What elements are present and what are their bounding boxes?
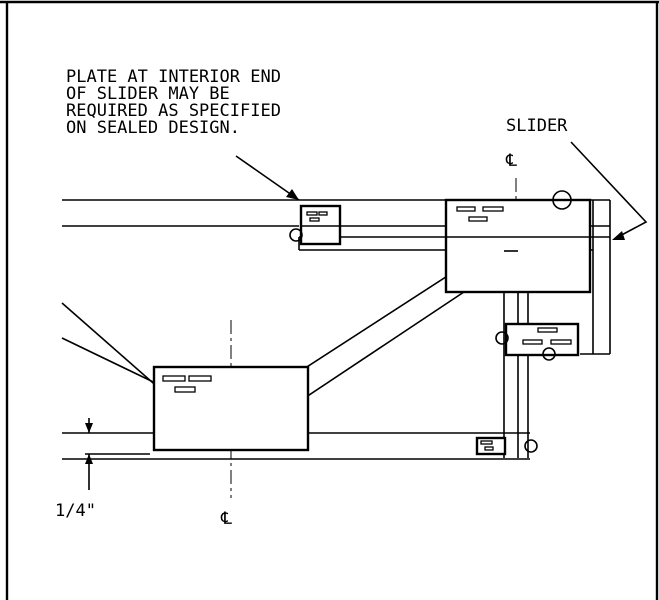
- bottom-chord-plate-tooth: [174, 386, 196, 393]
- bottom-end-circle: [524, 439, 538, 453]
- centerline-symbol-bottom: ℄: [220, 509, 232, 529]
- plate-note-line-3: REQUIRED AS SPECIFIED: [66, 101, 281, 121]
- bottom-end-plate: [475, 436, 507, 456]
- slider-end-plate-tooth: [306, 211, 318, 216]
- slider-arrowhead: [612, 231, 625, 240]
- plate-note-line-2: OF SLIDER MAY BE: [66, 84, 230, 104]
- post-plate-bottom-circle: [542, 347, 556, 361]
- bottom-end-plate-tooth: [480, 440, 493, 445]
- centerline-symbol-top: ℄: [505, 151, 517, 171]
- heel-plate-tooth: [456, 206, 476, 212]
- annotations: PLATE AT INTERIOR END OF SLIDER MAY BE R…: [55, 67, 568, 529]
- post-plate-tooth: [522, 339, 543, 345]
- post-plate-tooth: [550, 339, 572, 345]
- slider-end-plate-tooth: [309, 217, 320, 222]
- dimension-upper-arrowhead: [85, 423, 93, 433]
- bottom-chord-plate-outline: [152, 365, 310, 452]
- slider-label: SLIDER: [506, 116, 568, 136]
- plate-note-line-4: ON SEALED DESIGN.: [66, 118, 240, 138]
- slider-leader: [570, 141, 648, 239]
- bottom-chord-plate-tooth: [188, 375, 212, 382]
- heel-plate-tooth: [468, 216, 488, 222]
- heel-plate: [444, 198, 592, 294]
- slider-end-plate: [299, 204, 342, 246]
- heel-plate-outline: [444, 198, 592, 294]
- slider-end-circle: [289, 228, 303, 242]
- bottom-end-plate-outline: [475, 436, 507, 456]
- plate-note-arrowhead: [286, 189, 299, 200]
- bottom-end-plate-tooth: [484, 446, 494, 451]
- post-plate-tooth: [537, 327, 558, 333]
- leader-arrows: [235, 141, 648, 240]
- plate-note-leader: [235, 155, 300, 201]
- quarter-inch-dimension: [85, 418, 93, 490]
- post-plate-left-circle: [495, 331, 509, 345]
- bottom-chord-plate-tooth: [162, 375, 186, 382]
- heel-plate-circle: [552, 190, 572, 210]
- slider-end-plate-tooth: [318, 211, 328, 216]
- plate-note-line-1: PLATE AT INTERIOR END: [66, 67, 281, 87]
- post-plate: [504, 322, 580, 357]
- connector-plates: [152, 198, 592, 456]
- bottom-chord-plate: [152, 365, 310, 452]
- heel-plate-tooth: [482, 206, 504, 212]
- reference-circles: [289, 190, 572, 453]
- dimension-lower-arrowhead: [85, 454, 93, 464]
- dimension-label: 1/4": [55, 501, 96, 521]
